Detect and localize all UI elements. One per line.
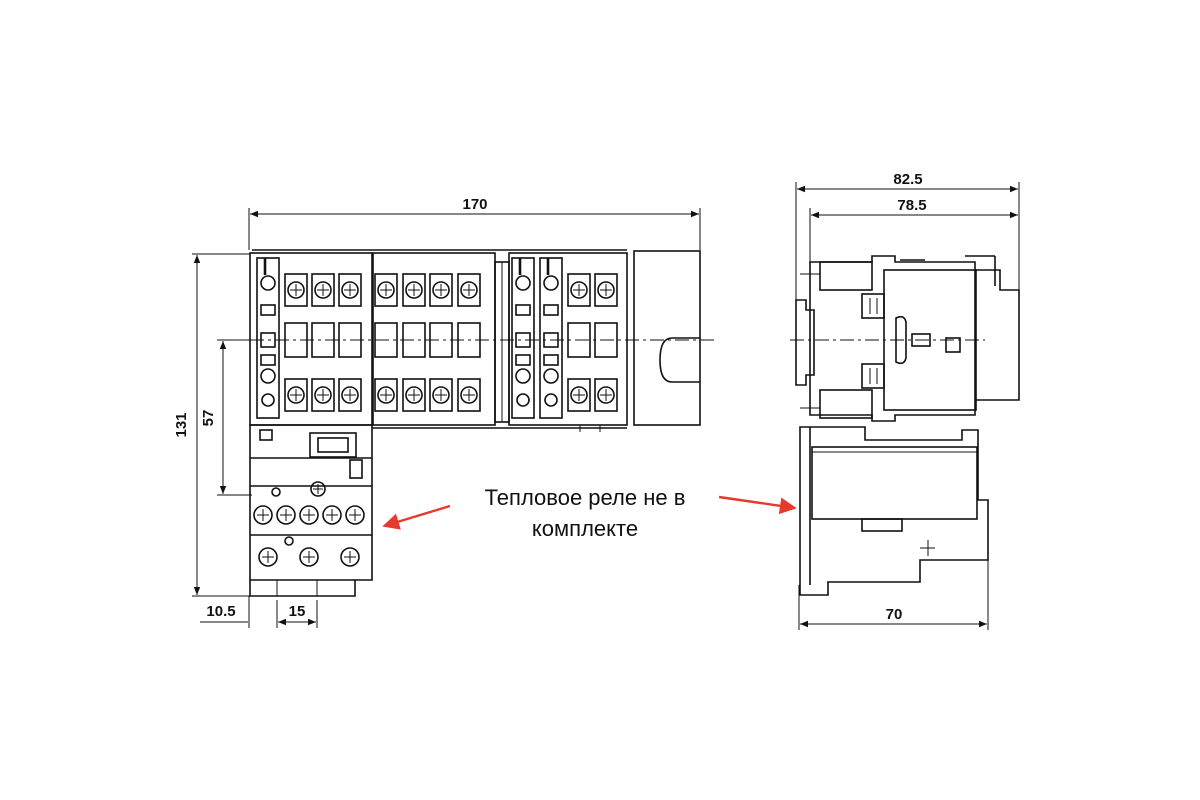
screw-terminal	[284, 273, 308, 307]
relay-screw-top	[299, 505, 319, 525]
dimension-depth-inner: 78.5	[809, 197, 1018, 262]
relay-screw-top	[322, 505, 342, 525]
annotation-arrow-left	[382, 504, 451, 530]
contactor-side-body	[790, 255, 1020, 422]
dimension-label-78-5: 78.5	[897, 197, 926, 214]
screw-terminal	[457, 273, 481, 307]
annotation-callout: Тепловое реле не в комплекте	[382, 485, 797, 541]
screw-terminal	[567, 378, 591, 412]
screw-terminal	[311, 378, 335, 412]
screw-terminal	[338, 378, 362, 412]
aux-contact	[256, 257, 280, 419]
screw-terminal	[594, 273, 618, 307]
thermal-relay-terminals	[253, 505, 365, 567]
screw-terminal	[374, 378, 398, 412]
aux-contact	[539, 257, 563, 419]
thermal-relay-front	[249, 424, 373, 597]
aux-contact	[511, 257, 535, 419]
terminal-group	[256, 257, 618, 419]
screw-terminal	[402, 378, 426, 412]
dimension-depth-base: 70	[798, 560, 989, 630]
relay-screw-top	[253, 505, 273, 525]
annotation-text-line1: Тепловое реле не в	[485, 485, 686, 510]
screw-terminal	[338, 273, 362, 307]
annotation-text-line2: комплекте	[532, 516, 638, 541]
screw-terminal	[594, 378, 618, 412]
relay-screw-bottom	[258, 547, 278, 567]
dimension-label-82-5: 82.5	[893, 171, 922, 188]
relay-screw-bottom	[299, 547, 319, 567]
relay-screw-top	[345, 505, 365, 525]
dimension-bottom-offsets: 10.5 15	[200, 596, 318, 628]
screw-terminal	[429, 378, 453, 412]
relay-screw-top	[276, 505, 296, 525]
screw-terminal	[402, 273, 426, 307]
screw-terminal	[374, 273, 398, 307]
dimension-label-70: 70	[886, 606, 903, 623]
dimension-label-57: 57	[200, 410, 217, 427]
contactor-front-body	[249, 249, 701, 432]
screw-terminal	[567, 273, 591, 307]
front-view: 170 131 57 10.5 15	[173, 196, 715, 628]
annotation-arrow-right	[718, 495, 797, 515]
screw-terminal	[284, 378, 308, 412]
dimension-height-total: 131	[173, 253, 250, 597]
screw-terminal	[311, 273, 335, 307]
screw-terminal	[429, 273, 453, 307]
screw-terminal	[457, 378, 481, 412]
dimension-height-axis: 57	[200, 339, 252, 496]
dimension-depth-outer: 82.5	[795, 171, 1020, 300]
dimension-width-total: 170	[248, 196, 701, 250]
dimension-label-10-5: 10.5	[206, 603, 235, 620]
relay-screw-bottom	[340, 547, 360, 567]
dimension-label-131: 131	[173, 412, 190, 437]
side-view: 82.5 78.5 70	[790, 171, 1020, 630]
dimension-label-170: 170	[462, 196, 487, 213]
thermal-relay-side	[799, 426, 989, 596]
dimension-label-15: 15	[289, 603, 306, 620]
